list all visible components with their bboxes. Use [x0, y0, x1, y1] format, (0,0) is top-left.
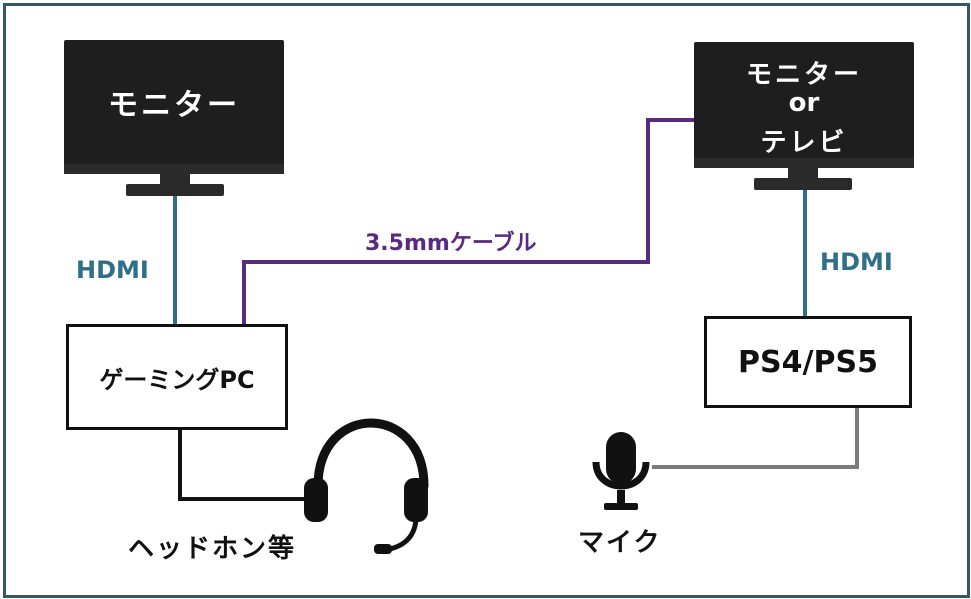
right-monitor-bezel [694, 158, 914, 168]
console-label: PS4/PS5 [738, 344, 878, 380]
right-monitor-label-3: テレビ [760, 128, 848, 158]
console-box: PS4/PS5 [704, 316, 912, 408]
microphone-icon [592, 432, 650, 510]
left-monitor-bezel [64, 164, 284, 174]
headset-icon [304, 418, 429, 554]
left-monitor-stand [126, 184, 224, 196]
left-monitor-neck [160, 174, 190, 186]
cable-label: 3.5mmケーブル [365, 231, 537, 256]
left-monitor-screen [64, 40, 284, 174]
gaming-pc-label: ゲーミングPC [99, 365, 255, 394]
diagram-frame [3, 3, 970, 598]
mic-label: マイク [578, 528, 662, 558]
gaming-pc-box: ゲーミングPC [66, 324, 288, 430]
mic-line [652, 406, 859, 469]
left-hdmi-label: HDMI [76, 256, 149, 284]
left-monitor [64, 40, 284, 196]
right-monitor-stand [754, 178, 852, 190]
cable-line [242, 118, 694, 326]
right-monitor-screen [694, 42, 914, 168]
right-monitor-neck [788, 168, 818, 180]
right-monitor-label-1: モニター [745, 60, 862, 90]
left-monitor-label: モニター [108, 88, 240, 123]
headphones-label: ヘッドホン等 [128, 534, 297, 564]
right-monitor-label-2: or [788, 88, 820, 118]
headphone-line [178, 428, 306, 501]
right-hdmi-label: HDMI [820, 248, 893, 276]
right-monitor [694, 42, 914, 190]
